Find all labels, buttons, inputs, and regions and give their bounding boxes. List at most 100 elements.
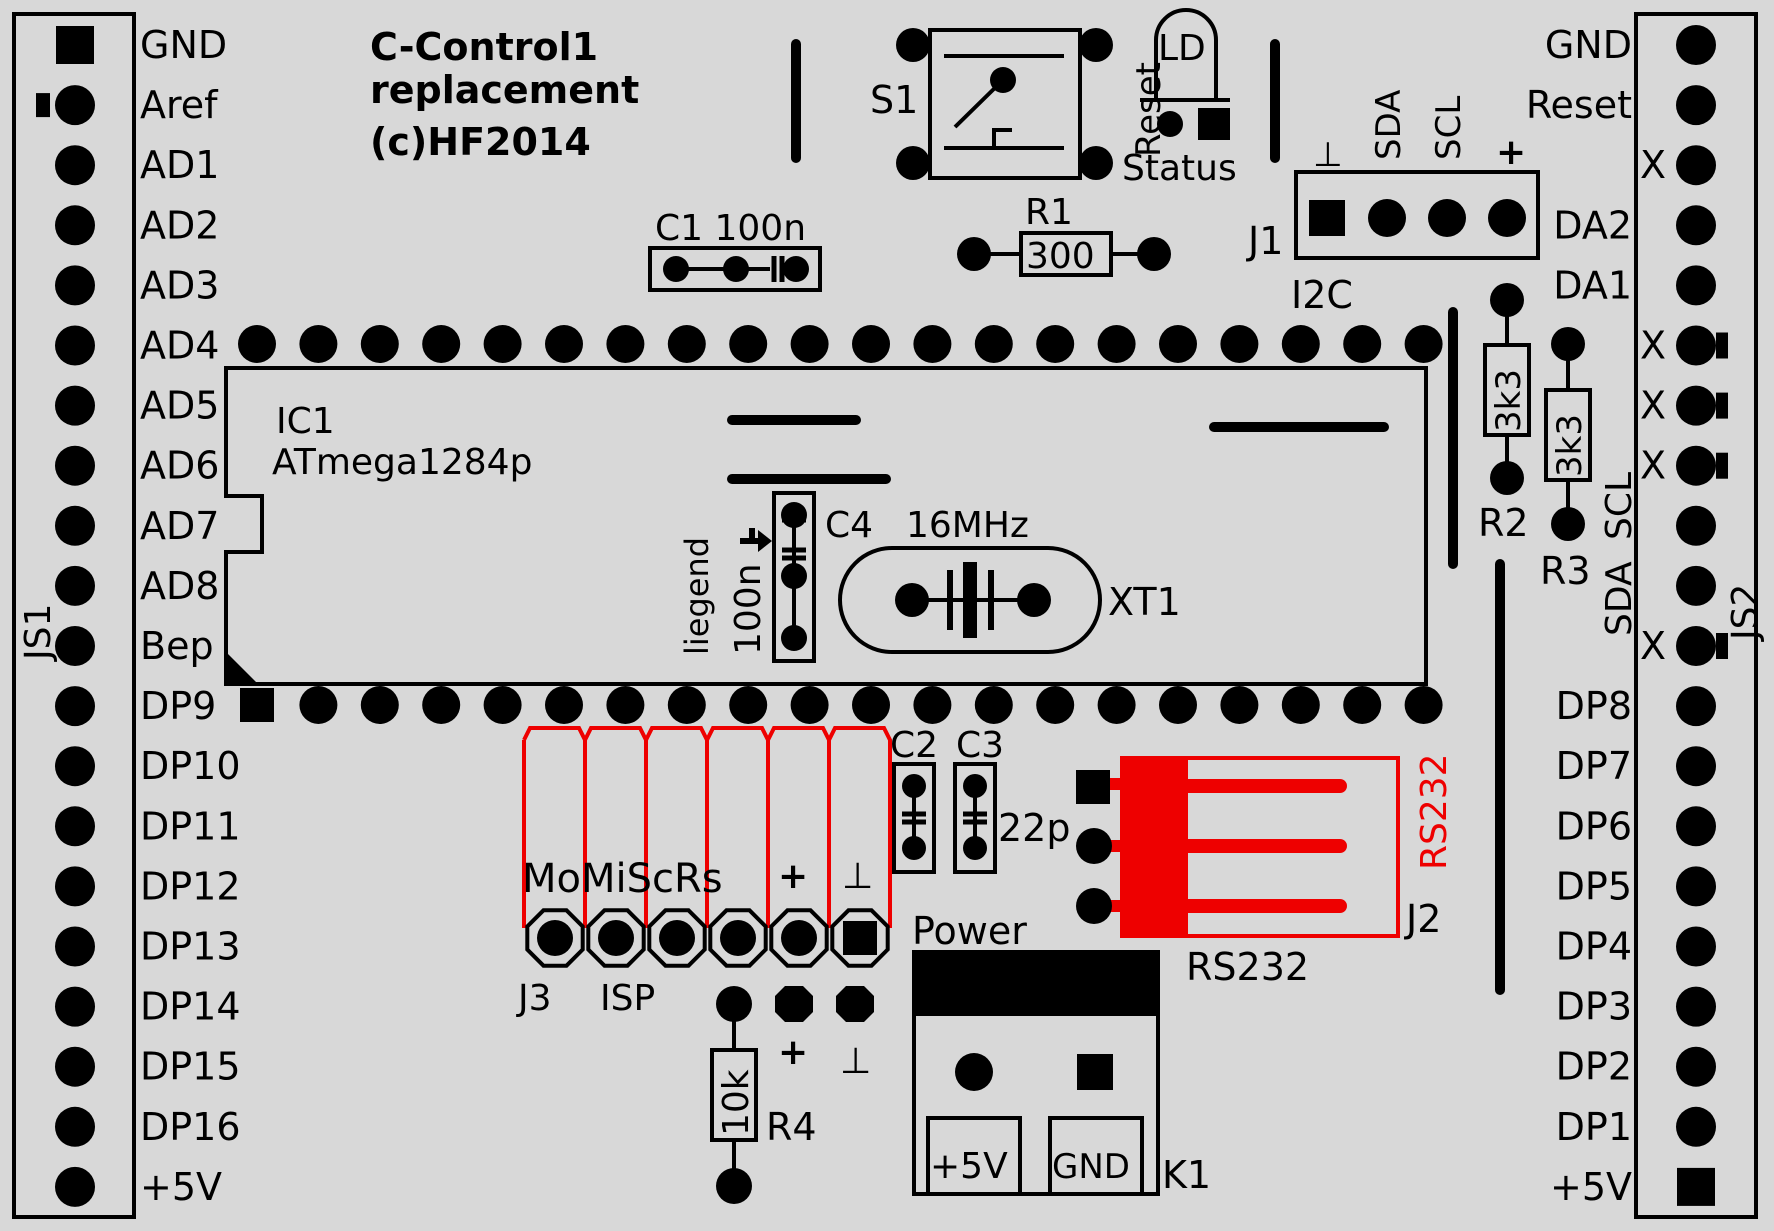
isp-red-outline bbox=[827, 726, 892, 928]
js2-pad bbox=[1676, 626, 1716, 666]
ic1-pad-top bbox=[299, 325, 338, 363]
ic1-pad-bottom bbox=[1281, 686, 1320, 724]
j1-ref-label: J1 bbox=[1246, 219, 1283, 263]
js1-pad-1 bbox=[56, 26, 94, 64]
sda-vertical-label: SDA bbox=[1599, 561, 1640, 636]
js1-pad bbox=[55, 926, 95, 967]
js2-pad bbox=[1676, 565, 1716, 606]
s1-label: S1 bbox=[870, 78, 918, 122]
js1-pin-label: AD1 bbox=[140, 143, 219, 187]
isp-pad bbox=[659, 920, 695, 956]
js2-pin-label: DP6 bbox=[1556, 804, 1632, 848]
ic1-pad-bottom bbox=[545, 686, 583, 724]
isp-pad bbox=[781, 920, 817, 956]
switch-s1[interactable]: S1 bbox=[870, 28, 1113, 180]
ic1-pad-top bbox=[1343, 325, 1382, 363]
ic1-pad-bottom bbox=[852, 686, 890, 724]
j1-gnd-label: ⊥ bbox=[1313, 135, 1343, 175]
c2c3-value-label: 22p bbox=[998, 806, 1070, 850]
ic1-pad-top bbox=[360, 325, 399, 363]
js1-pin-label: +5V bbox=[140, 1165, 222, 1209]
js2-pad bbox=[1676, 746, 1716, 787]
isp-pad bbox=[537, 920, 573, 956]
js1-pin-label: DP11 bbox=[140, 804, 241, 848]
ic1-pad-top bbox=[852, 325, 890, 363]
js1-pin-label: Aref bbox=[140, 83, 219, 127]
board-title: C-Control1 replacement (c)HF2014 bbox=[370, 25, 639, 164]
js1-pad bbox=[55, 986, 95, 1027]
js2-pad bbox=[1676, 1046, 1716, 1087]
silk-bars bbox=[727, 39, 1505, 995]
js1-pad bbox=[55, 325, 95, 366]
c3-ref-label: C3 bbox=[956, 725, 1004, 766]
crystal-xt1: 16MHz XT1 bbox=[838, 505, 1181, 654]
ic1-pad-top bbox=[422, 325, 461, 363]
ic1-pad-bottom bbox=[1097, 686, 1136, 724]
j1-name-label: I2C bbox=[1291, 273, 1353, 317]
js2-pad bbox=[1676, 265, 1716, 306]
js1-pad bbox=[55, 746, 95, 787]
j1-sda-label: SDA bbox=[1369, 90, 1409, 160]
ic1-pad-top bbox=[1220, 325, 1259, 363]
isp-plus-label: + bbox=[778, 856, 808, 897]
isp-pin-outline bbox=[830, 908, 890, 968]
r4-plus-label: + bbox=[778, 1032, 808, 1073]
isp-pin-outline bbox=[586, 908, 646, 968]
resistor-r3: 3k3 R3 bbox=[1540, 327, 1592, 593]
js1-pad bbox=[55, 626, 95, 666]
js2-pad bbox=[1676, 385, 1716, 426]
r3-value-label: 3k3 bbox=[1550, 414, 1590, 477]
r2-value-label: 3k3 bbox=[1489, 369, 1529, 432]
js2-pin-label: DP1 bbox=[1556, 1105, 1632, 1149]
isp-pin-outline bbox=[525, 908, 585, 968]
r2-ref-label: R2 bbox=[1478, 501, 1529, 545]
js1-pad bbox=[55, 1166, 95, 1207]
isp-pin-outline bbox=[647, 908, 707, 968]
led-status: LD Status bbox=[1122, 8, 1237, 189]
resistor-r2: 3k3 R2 bbox=[1478, 283, 1531, 545]
ic1-pad-top bbox=[729, 325, 768, 363]
js1-pad bbox=[55, 806, 95, 847]
isp-pin-labels: MoMiScRs bbox=[522, 856, 723, 902]
title-line-3: (c)HF2014 bbox=[370, 120, 591, 164]
status-label: Status bbox=[1122, 148, 1237, 189]
r1-value-label: 300 bbox=[1026, 236, 1095, 277]
js1-pin-label: AD5 bbox=[140, 384, 219, 428]
xt1-freq-label: 16MHz bbox=[906, 505, 1029, 546]
ic1-pad-top bbox=[238, 325, 276, 363]
c2-ref-label: C2 bbox=[890, 725, 938, 766]
r4-value-label: 10k bbox=[716, 1069, 757, 1136]
js1-pad bbox=[55, 565, 95, 606]
ic1-pad-bottom bbox=[790, 686, 829, 724]
ic1-pad-top bbox=[790, 325, 829, 363]
ic1-pad-bottom bbox=[483, 686, 522, 724]
header-js2: JS2 GNDResetXDA2DA1XXXXDP8DP7DP6DP5DP4DP… bbox=[1526, 12, 1766, 1219]
ic1-pad-bottom bbox=[422, 686, 461, 724]
js1-pad bbox=[55, 445, 95, 486]
js2-pin-label: DP2 bbox=[1556, 1045, 1632, 1089]
js2-pin-label: Reset bbox=[1526, 83, 1632, 127]
js2-pin-label: +5V bbox=[1550, 1165, 1632, 1209]
j2-name-label: RS232 bbox=[1186, 945, 1309, 989]
ic1-pad-top bbox=[1159, 325, 1197, 363]
js1-pad bbox=[55, 505, 95, 546]
isp-pin-outline bbox=[708, 908, 768, 968]
ic1-pad-bottom bbox=[667, 686, 706, 724]
js2-pad bbox=[1676, 85, 1716, 126]
j2-ref-label: J2 bbox=[1404, 897, 1441, 941]
ic1-pad-bottom bbox=[974, 686, 1013, 724]
js2-pad bbox=[1676, 686, 1716, 727]
js1-pin-label: AD4 bbox=[140, 324, 219, 368]
ic1-pad-bottom bbox=[360, 686, 399, 724]
r1-ref-label: R1 bbox=[1025, 192, 1073, 233]
js2-x-mark: X bbox=[1640, 324, 1666, 368]
ic1-pad-bottom bbox=[1159, 686, 1197, 724]
js1-pin-label: GND bbox=[140, 23, 227, 67]
isp-gnd-label: ⊥ bbox=[842, 856, 873, 897]
js1-pin-label: AD7 bbox=[140, 504, 219, 548]
js1-pin-label: DP14 bbox=[140, 985, 241, 1029]
js2-pin-label: DP4 bbox=[1556, 925, 1632, 969]
ic1-ref-label: IC1 bbox=[276, 401, 335, 442]
js1-pin-label: DP9 bbox=[140, 684, 216, 728]
